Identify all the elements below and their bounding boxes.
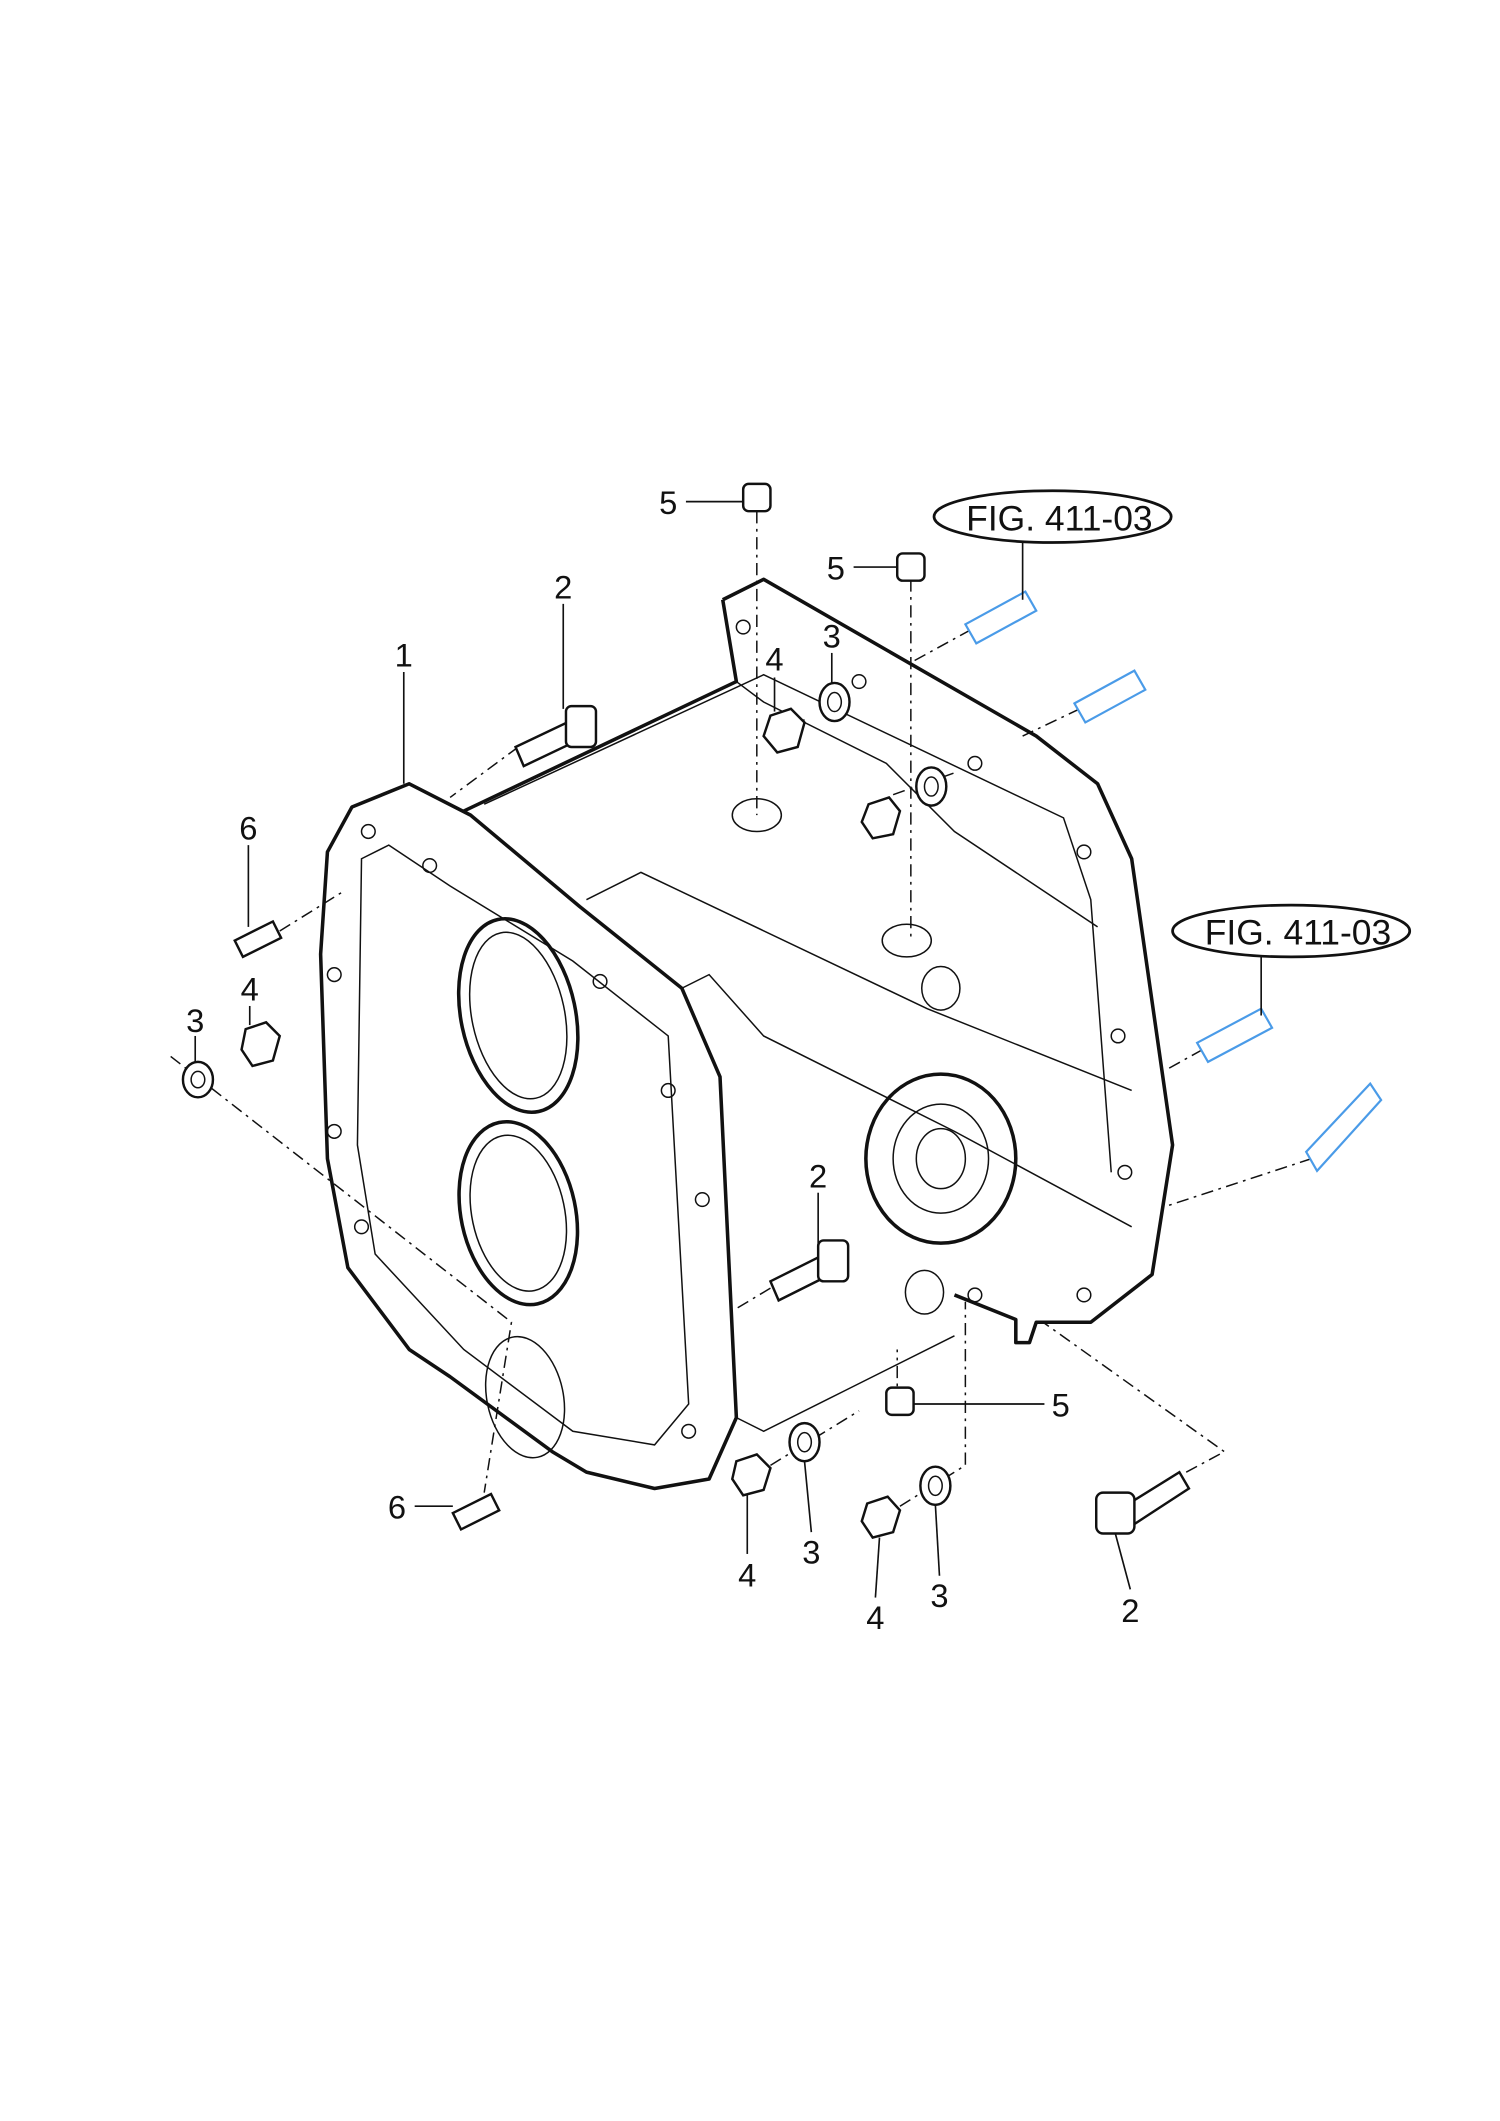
pin-icon xyxy=(233,919,283,959)
nut-icon xyxy=(860,1495,902,1540)
callout-3: 3 xyxy=(823,617,841,654)
callout-5: 5 xyxy=(659,484,677,521)
callout-2: 2 xyxy=(809,1157,827,1194)
washer-icon xyxy=(818,681,851,723)
callout-6: 6 xyxy=(388,1489,406,1526)
callout-4: 4 xyxy=(738,1557,756,1594)
nut-icon xyxy=(730,1453,772,1497)
nut-icon xyxy=(240,1020,282,1068)
callout-3: 3 xyxy=(930,1577,948,1614)
plug-icon xyxy=(885,1386,915,1417)
leader-lines xyxy=(194,500,1262,1598)
studs xyxy=(963,590,1383,1173)
washer-icon xyxy=(915,766,948,807)
housing-part-1 xyxy=(318,577,1175,1491)
callout-labels: 5 5 2 1 3 4 6 4 3 2 5 6 4 3 4 3 2 xyxy=(186,484,1139,1636)
callout-2: 2 xyxy=(1121,1592,1139,1629)
plug-icon xyxy=(741,482,772,513)
fig-ref-2[interactable]: FIG. 411-03 xyxy=(1171,903,1412,959)
callout-5: 5 xyxy=(1052,1386,1070,1423)
bolt-icon xyxy=(513,704,598,768)
svg-text:FIG. 411-03: FIG. 411-03 xyxy=(966,498,1152,538)
callout-3: 3 xyxy=(802,1533,820,1570)
callout-3: 3 xyxy=(186,1002,204,1039)
svg-text:FIG. 411-03: FIG. 411-03 xyxy=(1205,913,1391,953)
bolt-icon xyxy=(1095,1470,1191,1535)
callout-4: 4 xyxy=(866,1599,884,1636)
callout-5: 5 xyxy=(827,549,845,586)
washer-icon xyxy=(919,1465,952,1507)
callout-2: 2 xyxy=(554,568,572,605)
stud-icon xyxy=(1072,669,1147,724)
callout-6: 6 xyxy=(239,810,257,847)
stud-icon xyxy=(963,590,1038,645)
pin-icon xyxy=(451,1492,501,1532)
assembly-lines xyxy=(170,511,1312,1507)
fasteners xyxy=(181,482,1191,1540)
callout-4: 4 xyxy=(765,641,783,678)
stud-icon xyxy=(1195,1007,1274,1064)
callout-4: 4 xyxy=(241,971,259,1008)
callout-1: 1 xyxy=(395,637,413,674)
washer-icon xyxy=(788,1421,821,1463)
nut-icon xyxy=(860,795,902,840)
bolt-icon xyxy=(768,1239,850,1303)
fig-ref-1[interactable]: FIG. 411-03 xyxy=(932,489,1173,544)
nut-icon xyxy=(762,707,806,754)
washer-icon xyxy=(181,1060,215,1099)
stud-icon xyxy=(1304,1081,1383,1173)
plug-icon xyxy=(895,552,926,582)
